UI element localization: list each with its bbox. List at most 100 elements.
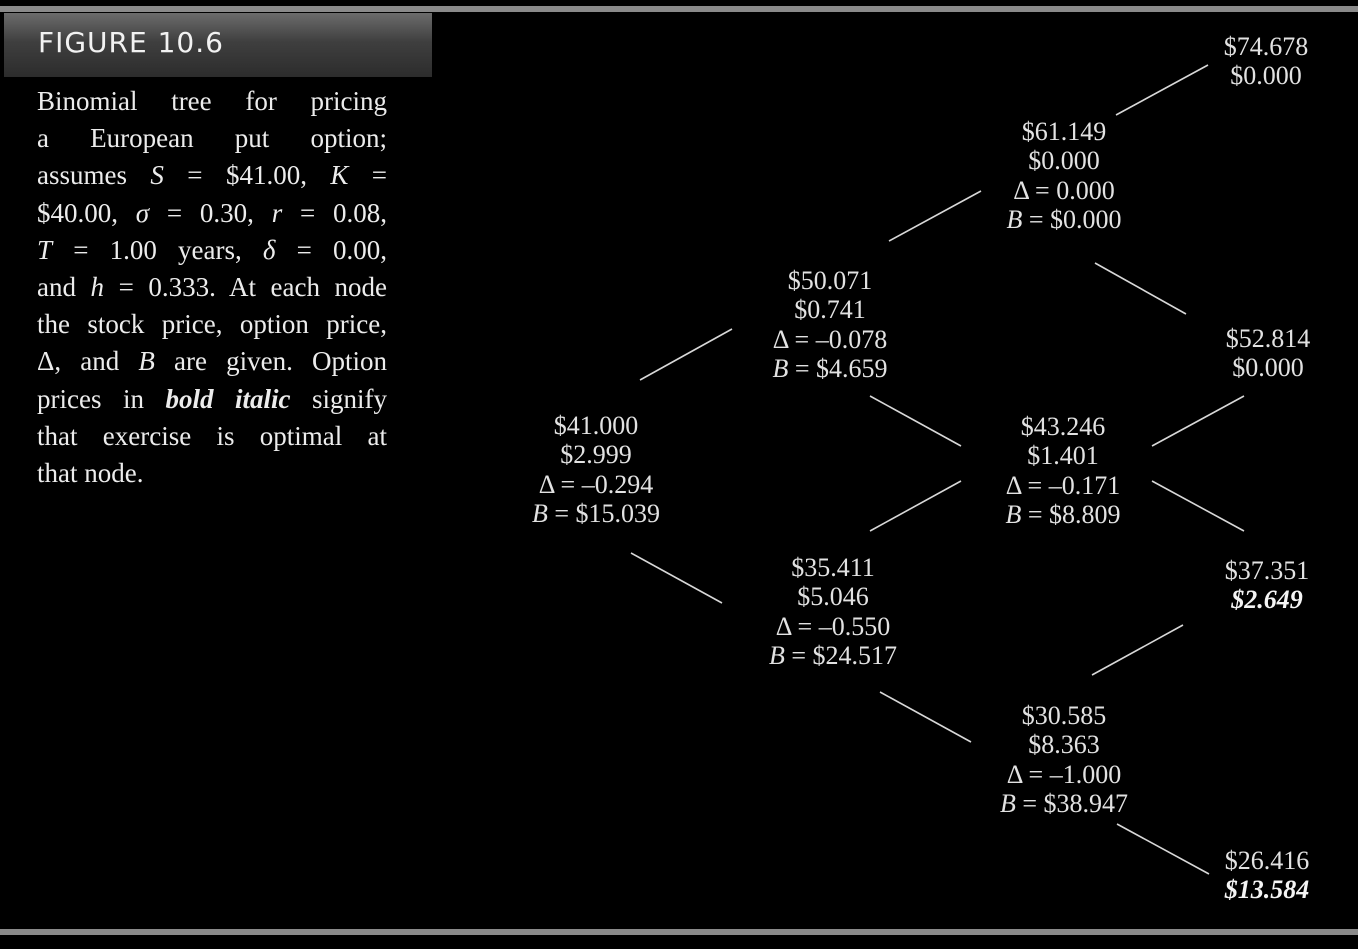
node-delta: Δ = –1.000 [1006, 759, 1122, 789]
node-bond: B = $24.517 [723, 641, 943, 670]
node-bond-label: B [772, 353, 789, 383]
node-stock-price: $30.585 [1021, 701, 1107, 730]
tree-node-n3uuu: $74.678$0.000 [1156, 32, 1358, 91]
node-bond-value: = $38.947 [1015, 788, 1129, 818]
node-stock-price: $37.351 [1224, 556, 1310, 585]
node-option-price: $2.999 [560, 440, 632, 470]
node-bond: B = $4.659 [720, 354, 940, 383]
node-stock-price: $41.000 [553, 411, 639, 440]
node-bond-value: = $24.517 [784, 640, 898, 670]
caption-text: = 1.00 years, [52, 234, 263, 265]
caption-line: a European put option; [37, 120, 387, 157]
caption-line: that node. [37, 455, 387, 492]
node-option-price: $0.741 [794, 295, 866, 325]
caption-text: = [348, 160, 387, 191]
caption-text: = $41.00, [163, 160, 331, 191]
tree-node-n3udd: $37.351$2.649 [1157, 556, 1358, 615]
caption-text: bold italic [165, 383, 291, 414]
tree-edge-n2uu-n3uuu [1115, 64, 1209, 116]
caption-text: Binomial tree for pricing [37, 86, 387, 116]
caption-text: = 0.333. At each node [104, 272, 387, 303]
node-option-price: $1.401 [1027, 441, 1099, 471]
node-option-price: $2.649 [1231, 585, 1303, 615]
bottom-rule [0, 929, 1358, 935]
figure-caption: Binomial tree for pricing a European put … [37, 83, 387, 492]
node-option-price: $0.000 [1230, 61, 1302, 91]
caption-text: that node. [37, 458, 144, 489]
caption-line: $40.00, σ = 0.30, r = 0.08, [37, 195, 387, 232]
node-bond-label: B [1005, 499, 1022, 529]
caption-text: and [37, 272, 91, 303]
node-option-price: $0.000 [1232, 353, 1304, 383]
caption-text: = 0.08, [282, 197, 387, 228]
tree-edge-n2dd-n3udd [1091, 624, 1184, 676]
caption-text: assumes [37, 160, 151, 191]
node-bond: B = $38.947 [954, 789, 1174, 818]
caption-text: h [90, 272, 105, 303]
node-bond-value: = $4.659 [788, 353, 888, 383]
tree-edge-n2ud-n3udd [1151, 480, 1245, 532]
node-delta: Δ = –0.078 [772, 324, 888, 354]
node-bond-value: = $8.809 [1021, 499, 1121, 529]
node-delta: Δ = –0.550 [775, 611, 891, 641]
caption-line: Binomial tree for pricing [37, 83, 387, 120]
node-stock-price: $43.246 [1020, 412, 1106, 441]
node-bond-label: B [531, 498, 548, 528]
tree-node-n3ddd: $26.416$13.584 [1157, 846, 1358, 905]
tree-edge-n1d-n2dd [879, 691, 972, 743]
tree-edge-n2ud-n3uud [1151, 395, 1245, 447]
node-bond-label: B [768, 640, 785, 670]
caption-line: assumes S = $41.00, K = [37, 157, 387, 194]
node-delta: Δ = –0.294 [538, 469, 654, 499]
caption-text: are given. Option [154, 346, 387, 377]
node-stock-price: $50.071 [787, 266, 873, 295]
caption-text: K [330, 160, 349, 191]
figure-label: FIGURE 10.6 [38, 26, 224, 59]
tree-edge-n2uu-n3uud [1094, 262, 1187, 315]
node-stock-price: $26.416 [1224, 846, 1310, 875]
caption-text: = 0.30, [149, 197, 272, 228]
caption-text: B [138, 346, 155, 377]
top-rule [0, 6, 1358, 12]
node-option-price: $8.363 [1028, 730, 1100, 760]
caption-text: that exercise is optimal at [37, 420, 387, 451]
node-bond-value: = $0.000 [1022, 204, 1122, 234]
caption-text: S [150, 160, 164, 191]
caption-text: a European put option; [37, 123, 387, 154]
tree-edge-n1d-n2ud [869, 480, 962, 532]
tree-edge-n1u-n2ud [869, 395, 962, 447]
tree-edge-n2dd-n3ddd [1116, 823, 1210, 875]
node-option-price: $0.000 [1028, 146, 1100, 176]
node-bond-value: = $15.039 [547, 498, 661, 528]
caption-text: σ [135, 197, 150, 228]
caption-text: prices in [37, 383, 166, 414]
caption-text: = 0.00, [275, 234, 387, 265]
caption-line: and h = 0.333. At each node [37, 269, 387, 306]
node-bond: B = $0.000 [954, 205, 1174, 234]
caption-line: prices in bold italic signify [37, 381, 387, 418]
node-delta: Δ = –0.171 [1005, 470, 1121, 500]
caption-line: that exercise is optimal at [37, 418, 387, 455]
node-bond-label: B [1006, 204, 1023, 234]
caption-text: r [271, 197, 283, 228]
caption-text: $40.00, [37, 197, 136, 228]
node-delta: Δ = 0.000 [1013, 175, 1115, 205]
tree-edge-n1u-n2uu [888, 190, 982, 242]
tree-edge-n0-n1d [630, 552, 723, 604]
node-bond-label: B [999, 788, 1016, 818]
caption-text: T [37, 234, 53, 265]
caption-text: δ [262, 234, 276, 265]
node-bond: B = $15.039 [486, 499, 706, 528]
tree-edge-n0-n1u [639, 328, 733, 381]
caption-line: T = 1.00 years, δ = 0.00, [37, 232, 387, 269]
figure-label-bar: FIGURE 10.6 [4, 13, 432, 77]
node-stock-price: $35.411 [791, 553, 875, 582]
caption-text: Δ, and [37, 346, 139, 377]
